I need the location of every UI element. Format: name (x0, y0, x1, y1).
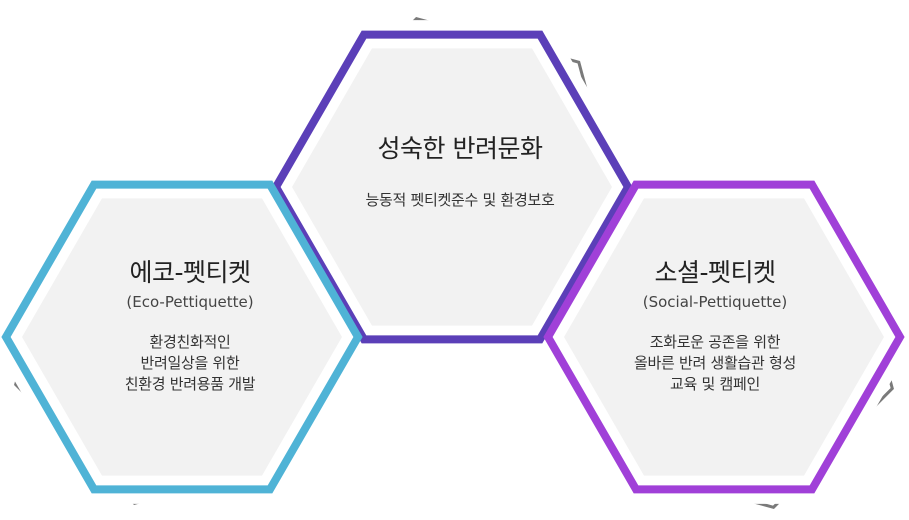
right-hex-description-line: 올바른 반려 생활습관 형성 (634, 354, 796, 372)
right-hex-subtitle: (Social-Pettiquette) (642, 293, 788, 311)
left-hex-description-line: 반려일상을 위한 (140, 354, 240, 372)
right-hex-description-line: 조화로운 공존을 위한 (649, 333, 781, 351)
left-hex-text: 에코-펫티켓 (Eco-Pettiquette) 환경친화적인 반려일상을 위한… (30, 258, 350, 395)
right-hex-fill (564, 198, 884, 476)
hexagons (0, 20, 909, 504)
left-hex-description-line: 환경친화적인 (149, 333, 231, 351)
left-hex-subtitle: (Eco-Pettiquette) (126, 293, 254, 311)
top-hex-description-line: 능동적 펫티켓준수 및 환경보호 (365, 191, 555, 209)
top-hex-title: 성숙한 반려문화 (377, 134, 543, 163)
top-hex-description: 능동적 펫티켓준수 및 환경보호 (300, 190, 620, 211)
right-hex-text: 소셜-펫티켓 (Social-Pettiquette) 조화로운 공존을 위한 … (555, 258, 875, 395)
top-hex-fill (292, 48, 612, 326)
top-hex-text: 성숙한 반려문화 능동적 펫티켓준수 및 환경보호 (300, 134, 620, 211)
left-hex-fill (22, 198, 342, 476)
left-hex-description: 환경친화적인 반려일상을 위한 친환경 반려용품 개발 (30, 332, 350, 395)
right-hex-description: 조화로운 공존을 위한 올바른 반려 생활습관 형성 교육 및 캠페인 (555, 332, 875, 395)
right-hex-description-line: 교육 및 캠페인 (670, 375, 760, 393)
right-hex-title: 소셜-펫티켓 (654, 258, 776, 287)
left-hex-title: 에코-펫티켓 (129, 258, 251, 287)
left-hex-description-line: 친환경 반려용품 개발 (124, 375, 256, 393)
